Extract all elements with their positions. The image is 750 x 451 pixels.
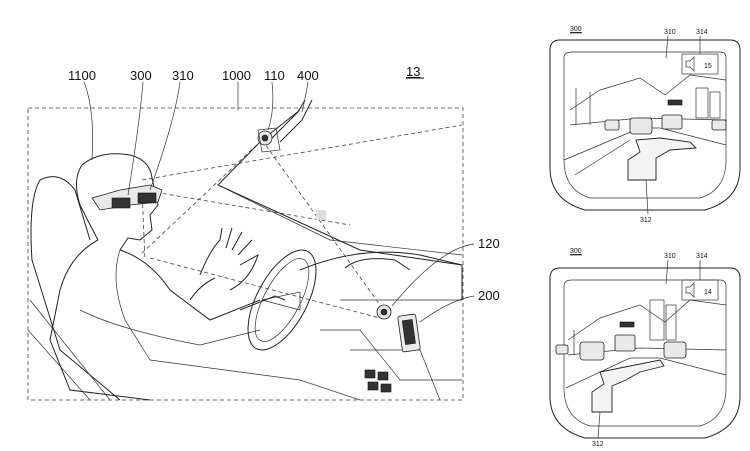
- volume-level: 15: [704, 63, 712, 70]
- lens-view-bottom: 14 300 310 314 312: [549, 248, 741, 448]
- volume-box: [681, 279, 719, 301]
- volume-level: 14: [704, 289, 712, 296]
- projection-ray: [141, 189, 146, 261]
- car: [614, 334, 636, 352]
- label-312: 312: [592, 441, 604, 448]
- camera-ray: [149, 257, 381, 319]
- car: [663, 341, 687, 359]
- raised-hand: [199, 227, 259, 291]
- projection-ray: [141, 189, 351, 226]
- label-310: 310: [172, 68, 194, 83]
- lens-view-top: 15 300 310 314 312: [549, 26, 741, 224]
- nav-arrow-overlay: [627, 137, 698, 181]
- label-314: 314: [696, 253, 708, 260]
- car: [629, 117, 653, 135]
- camera-ray: [261, 139, 381, 306]
- lens-outline: [549, 267, 741, 439]
- label-312: 312: [640, 217, 652, 224]
- projection-ray: [141, 124, 463, 181]
- road: [565, 357, 727, 389]
- label-1100: 1100: [68, 68, 96, 83]
- leader-400: [301, 81, 309, 113]
- seat: [30, 179, 121, 401]
- glasses-device: [91, 184, 163, 211]
- car-interior-scene: 1100 300 310 1000 110 400 120 200 13: [27, 64, 500, 401]
- figure-ref-13: 13: [406, 64, 420, 79]
- leader-310: [149, 81, 181, 191]
- volume-box: [681, 53, 719, 75]
- leader-1100: [83, 81, 93, 161]
- mountains: [569, 74, 727, 111]
- leader-300: [127, 81, 144, 196]
- car: [555, 344, 569, 355]
- car: [604, 119, 620, 131]
- car: [661, 114, 683, 130]
- dashed-frame: [27, 107, 464, 401]
- steering-wheel: [247, 249, 317, 351]
- label-120: 120: [478, 236, 500, 251]
- label-400: 400: [297, 68, 319, 83]
- nav-arrow-overlay: [591, 359, 665, 413]
- dashboard: [299, 251, 463, 300]
- label-314: 314: [696, 29, 708, 36]
- label-200: 200: [478, 288, 500, 303]
- panel-ref-300: 300: [570, 26, 582, 33]
- panel-ref-300: 300: [570, 248, 582, 255]
- lens-outline: [549, 39, 741, 211]
- speaker-icon: [685, 56, 695, 72]
- driver-body: [49, 239, 151, 401]
- car: [579, 341, 605, 361]
- speaker-icon: [685, 282, 695, 298]
- mountains: [567, 299, 727, 341]
- label-110: 110: [264, 68, 285, 83]
- label-1000: 1000: [222, 68, 251, 83]
- leader-120: [391, 243, 475, 307]
- label-310: 310: [664, 253, 676, 260]
- leader-110: [267, 81, 274, 131]
- label-300: 300: [130, 68, 152, 83]
- label-310: 310: [664, 29, 676, 36]
- leader-200: [419, 295, 475, 323]
- car: [711, 119, 727, 131]
- driver-head: [81, 153, 159, 251]
- windshield-edge: [217, 109, 463, 266]
